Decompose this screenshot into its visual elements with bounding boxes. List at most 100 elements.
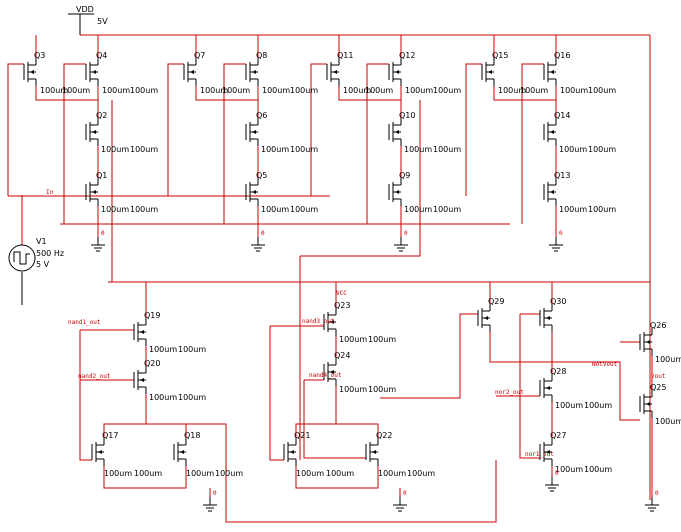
- svg-text:0: 0: [555, 470, 559, 477]
- wire: [519, 314, 540, 459]
- wire: [489, 332, 640, 421]
- svg-text:100um: 100um: [102, 86, 130, 95]
- transistor-label: Q4: [96, 51, 107, 60]
- ground-symbol: 0: [549, 230, 563, 252]
- size-label: 100um: [368, 335, 396, 344]
- transistor-label: Q20: [144, 359, 160, 368]
- size-label: 100um: [101, 145, 129, 154]
- ground-symbol: 0: [393, 490, 407, 512]
- wire: [338, 86, 402, 101]
- wires: [7, 35, 653, 523]
- svg-text:500 Hz: 500 Hz: [36, 249, 64, 258]
- transistor-label: Q17: [102, 431, 118, 440]
- size-label: 100um: [555, 465, 583, 474]
- transistor-label: Q15: [492, 51, 508, 60]
- svg-text:100um: 100um: [407, 469, 435, 478]
- svg-text:100um: 100um: [498, 86, 526, 95]
- transistor-q7: Q7: [183, 51, 205, 86]
- size-label: 100um: [555, 401, 583, 410]
- svg-text:100um: 100um: [262, 86, 290, 95]
- svg-text:0: 0: [404, 230, 408, 237]
- svg-text:100um: 100um: [40, 86, 68, 95]
- svg-text:100um: 100um: [215, 469, 243, 478]
- transistor-q3: Q3: [23, 51, 45, 86]
- size-label: 100um: [130, 145, 158, 154]
- size-label: 100um: [588, 145, 616, 154]
- svg-text:100um: 100um: [588, 86, 616, 95]
- size-label: 100um: [261, 205, 289, 214]
- transistor-label: Q8: [256, 51, 267, 60]
- transistor-q4: Q4: [85, 51, 107, 86]
- svg-text:100um: 100um: [62, 86, 90, 95]
- size-label: 100um: [559, 205, 587, 214]
- svg-text:0: 0: [261, 230, 265, 237]
- wire: [465, 63, 482, 196]
- size-label: 100um: [588, 205, 616, 214]
- svg-text:5V: 5V: [97, 17, 108, 26]
- top-rail: [80, 34, 651, 500]
- svg-text:0: 0: [101, 230, 105, 237]
- transistor-label: Q26: [650, 321, 666, 330]
- wire: [63, 63, 86, 224]
- wire: [269, 326, 284, 461]
- transistor-label: Q13: [554, 171, 570, 180]
- wire: [167, 63, 184, 196]
- svg-text:5 V: 5 V: [36, 260, 50, 269]
- wire: [521, 63, 544, 224]
- size-label: 100um: [261, 145, 289, 154]
- wire: [310, 63, 327, 196]
- ground-symbol: 0: [91, 230, 105, 252]
- wire: [366, 63, 389, 224]
- transistor-q25: Q25100um100um: [639, 383, 681, 426]
- voltage-source-v1: V1 500 Hz 5 V: [8, 195, 64, 305]
- svg-text:0: 0: [403, 490, 407, 497]
- svg-text:100um: 100um: [405, 86, 433, 95]
- svg-text:0: 0: [213, 490, 217, 497]
- svg-text:100um: 100um: [130, 86, 158, 95]
- svg-text:100um: 100um: [200, 86, 228, 95]
- svg-text:100um: 100um: [296, 469, 324, 478]
- size-label: 100um: [433, 145, 461, 154]
- wire: [295, 466, 379, 489]
- net-label-in: In: [46, 189, 54, 196]
- transistor-q17: Q17: [91, 431, 118, 466]
- transistor-label: Q3: [34, 51, 45, 60]
- transistor-label: Q7: [194, 51, 205, 60]
- ground-symbol: 0: [251, 230, 265, 252]
- transistor-q11: Q11: [326, 51, 353, 86]
- svg-text:100um: 100um: [290, 86, 318, 95]
- transistor-q21: Q21: [283, 431, 310, 466]
- transistor-q18: Q18: [173, 431, 200, 466]
- size-label: 100um: [290, 145, 318, 154]
- net-label-nand2: nand2_out: [78, 373, 111, 380]
- transistor-q22: Q22: [365, 431, 392, 466]
- size-label: 100um: [130, 205, 158, 214]
- net-labels: Innand1_outnand2_outVCCnand3_outnand4_ou…: [46, 189, 666, 458]
- transistor-label: Q27: [550, 431, 566, 440]
- transistor-label: Q11: [337, 51, 353, 60]
- size-label: 100um: [178, 393, 206, 402]
- wire: [146, 423, 187, 438]
- net-label-nor1: nor1_out: [525, 451, 554, 458]
- net-label-notvout: NotVout: [592, 361, 618, 368]
- transistor-label: Q16: [554, 51, 570, 60]
- transistor-label: Q25: [650, 383, 666, 392]
- svg-text:100um: 100um: [104, 469, 132, 478]
- transistor-label: Q2: [96, 111, 107, 120]
- svg-text:100um: 100um: [560, 86, 588, 95]
- svg-text:100um: 100um: [378, 469, 406, 478]
- transistor-q16: Q16: [543, 51, 570, 86]
- net-label-vcc: VCC: [336, 290, 347, 297]
